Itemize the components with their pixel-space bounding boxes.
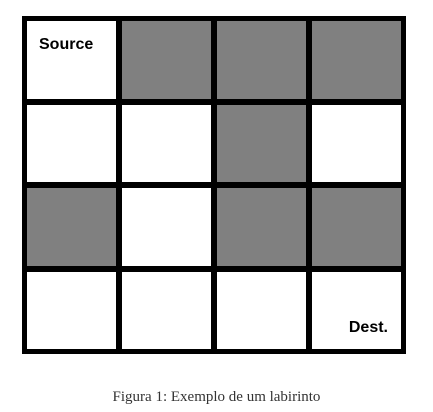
- maze-cell-open: [27, 271, 116, 349]
- maze-cell-open: [27, 104, 116, 182]
- destination-label: Dest.: [348, 319, 388, 336]
- maze-cell-open: [122, 188, 211, 266]
- maze-cell-wall: [122, 21, 211, 99]
- maze-cell-wall: [312, 188, 401, 266]
- maze-cell-wall: [217, 21, 306, 99]
- maze-cell-open: [217, 271, 306, 349]
- maze-cell-open: [312, 104, 401, 182]
- maze-cell-wall: [217, 104, 306, 182]
- maze-cell-wall: [312, 21, 401, 99]
- maze-cell-open: Source: [27, 21, 116, 99]
- maze-cell-wall: [27, 188, 116, 266]
- maze-cell-open: [122, 271, 211, 349]
- figure-caption: Figura 1: Exemplo de um labirinto: [112, 389, 321, 405]
- source-label: Source: [39, 36, 94, 53]
- maze-cell-open: Dest.: [312, 271, 401, 349]
- maze-cell-open: [122, 104, 211, 182]
- maze-cell-wall: [217, 188, 306, 266]
